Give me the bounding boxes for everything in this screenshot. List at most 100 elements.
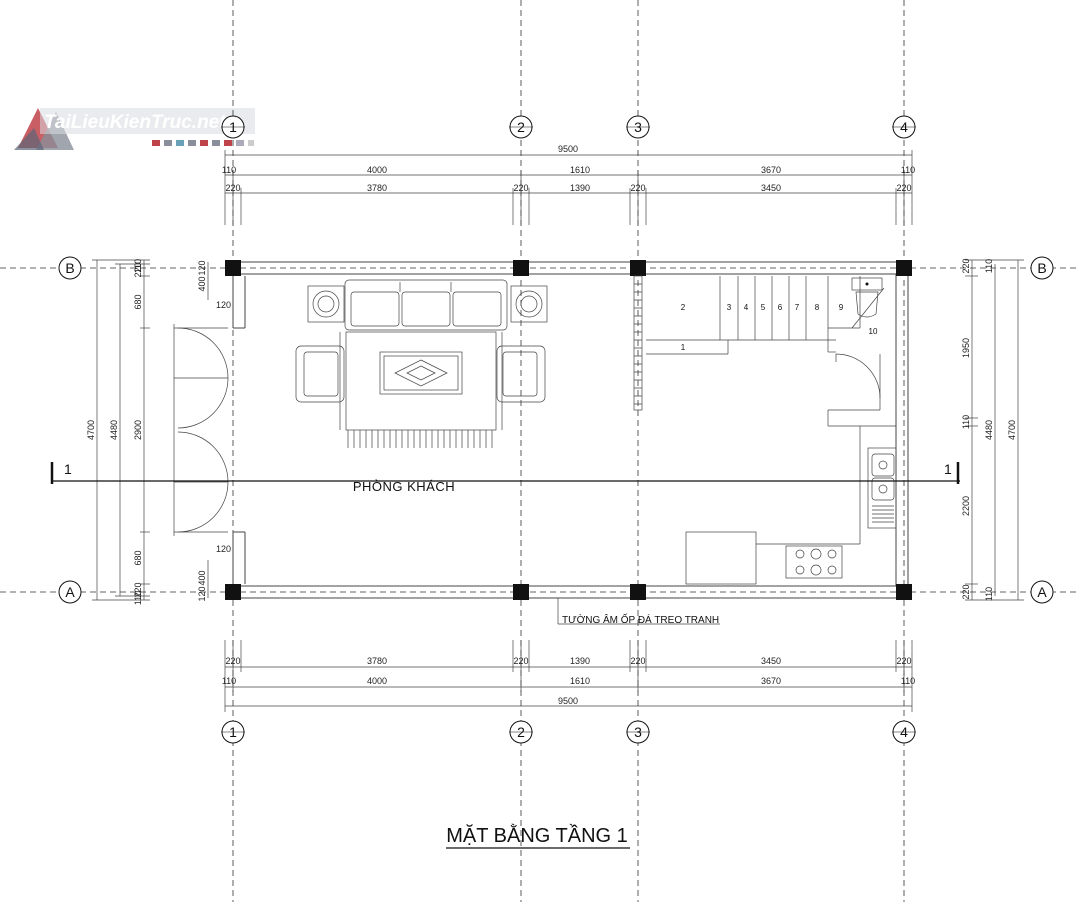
svg-text:220: 220 (961, 584, 971, 599)
svg-text:3670: 3670 (761, 165, 781, 175)
svg-text:110: 110 (133, 259, 143, 273)
svg-text:5: 5 (761, 303, 766, 312)
axis-bubbles: 1 2 3 4 1 2 3 4 B A B A (58, 115, 1054, 744)
svg-text:220: 220 (133, 582, 143, 597)
svg-text:4: 4 (900, 724, 908, 740)
svg-text:4700: 4700 (86, 420, 96, 440)
svg-text:1610: 1610 (570, 676, 590, 686)
svg-text:120: 120 (197, 260, 207, 275)
svg-text:220: 220 (225, 183, 240, 193)
svg-text:110: 110 (901, 165, 915, 175)
svg-text:2: 2 (517, 724, 525, 740)
svg-text:3450: 3450 (761, 656, 781, 666)
stair-railing (633, 275, 643, 411)
svg-text:1: 1 (681, 343, 686, 352)
section-line: 1 1 (50, 461, 960, 484)
walls (232, 261, 909, 625)
svg-text:1390: 1390 (570, 183, 590, 193)
svg-text:400: 400 (197, 276, 207, 291)
svg-text:1: 1 (944, 461, 952, 477)
svg-text:120: 120 (216, 544, 231, 554)
logo-text: TaiLieuKienTruc.net (44, 112, 226, 133)
axis-bubble-right-A: A (1030, 580, 1054, 604)
svg-text:9: 9 (839, 303, 844, 312)
columns (225, 260, 912, 600)
rug-fringe (347, 430, 493, 448)
axis-bubble-bottom-4: 4 (892, 720, 916, 744)
svg-text:110: 110 (961, 415, 971, 429)
svg-text:110: 110 (984, 259, 994, 273)
svg-text:220: 220 (961, 258, 971, 273)
right-dimensions: 220 110 1950 110 2200 220 110 4480 4700 (961, 258, 1024, 601)
svg-text:10: 10 (869, 327, 878, 336)
svg-text:4480: 4480 (984, 420, 994, 440)
svg-text:4700: 4700 (1007, 420, 1017, 440)
svg-text:3670: 3670 (761, 676, 781, 686)
top-dimensions: 9500 110 4000 1610 3670 110 220 3780 220… (222, 144, 915, 225)
svg-text:110: 110 (984, 587, 994, 601)
svg-text:4: 4 (744, 303, 749, 312)
svg-text:1: 1 (229, 119, 237, 135)
svg-text:8: 8 (815, 303, 820, 312)
svg-text:3: 3 (634, 119, 642, 135)
svg-text:110: 110 (222, 676, 236, 686)
svg-text:A: A (1037, 584, 1047, 600)
svg-text:B: B (65, 260, 74, 276)
svg-text:1610: 1610 (570, 165, 590, 175)
svg-text:3780: 3780 (367, 656, 387, 666)
svg-text:110: 110 (901, 676, 915, 686)
left-dimensions: 4700 4480 110 220 680 2900 680 220 110 1… (86, 259, 231, 605)
svg-text:220: 220 (896, 656, 911, 666)
logo-watermark: TaiLieuKienTruc.net (14, 108, 255, 150)
axis-bubble-left-B: B (58, 256, 82, 280)
svg-text:120: 120 (216, 300, 231, 310)
svg-text:220: 220 (630, 656, 645, 666)
svg-text:A: A (65, 584, 75, 600)
dim-total-top: 9500 (558, 144, 578, 154)
svg-text:3: 3 (634, 724, 642, 740)
axis-bubble-left-A: A (58, 580, 82, 604)
svg-text:B: B (1037, 260, 1046, 276)
svg-text:1: 1 (64, 461, 72, 477)
svg-text:110: 110 (222, 165, 236, 175)
axis-bubble-top-4: 4 (892, 115, 916, 139)
axis-bubble-right-B: B (1030, 256, 1054, 280)
svg-text:2900: 2900 (133, 420, 143, 440)
axis-bubble-bottom-3: 3 (626, 720, 650, 744)
svg-text:220: 220 (513, 656, 528, 666)
front-doors (173, 324, 229, 536)
svg-text:220: 220 (133, 262, 143, 277)
svg-text:4480: 4480 (109, 420, 119, 440)
svg-text:7: 7 (795, 303, 800, 312)
svg-text:3: 3 (727, 303, 732, 312)
svg-text:680: 680 (133, 550, 143, 565)
svg-text:220: 220 (225, 656, 240, 666)
dim-total-bottom: 9500 (558, 696, 578, 706)
svg-text:680: 680 (133, 294, 143, 309)
axis-bubble-top-3: 3 (626, 115, 650, 139)
wc-area (827, 277, 896, 427)
wall-note: TƯỜNG ÂM ỐP ĐÁ TREO TRANH (562, 612, 719, 626)
svg-text:120: 120 (197, 586, 207, 601)
svg-text:4000: 4000 (367, 165, 387, 175)
axis-bubble-bottom-2: 2 (509, 720, 533, 744)
axis-bubble-top-2: 2 (509, 115, 533, 139)
svg-text:1950: 1950 (961, 338, 971, 358)
svg-text:2200: 2200 (961, 496, 971, 516)
staircase: 2 1 3 4 5 6 7 8 9 10 (646, 276, 885, 355)
axis-bubble-bottom-1: 1 (221, 720, 245, 744)
svg-text:220: 220 (630, 183, 645, 193)
svg-text:220: 220 (896, 183, 911, 193)
svg-text:1: 1 (229, 724, 237, 740)
sofa-set (295, 279, 548, 448)
svg-text:3780: 3780 (367, 183, 387, 193)
svg-text:4: 4 (900, 119, 908, 135)
svg-text:2: 2 (517, 119, 525, 135)
svg-text:4000: 4000 (367, 676, 387, 686)
svg-text:110: 110 (133, 591, 143, 605)
svg-text:1390: 1390 (570, 656, 590, 666)
bottom-dimensions: 220 3780 220 1390 220 3450 220 110 4000 … (222, 640, 915, 712)
svg-text:6: 6 (778, 303, 783, 312)
